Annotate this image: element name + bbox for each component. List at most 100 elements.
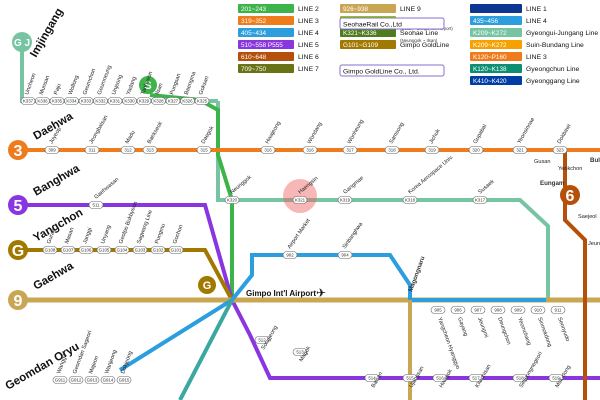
imjingang-label: Imjingang: [28, 6, 66, 59]
svg-text:LINE 7: LINE 7: [298, 66, 319, 73]
magongnaru-label: Magongnaru: [407, 255, 426, 292]
svg-text:Munsan: Munsan: [39, 75, 51, 96]
line-3-stations: 309Juyeop311Jeongbalsan312Madu313Baekseo…: [45, 115, 572, 154]
svg-text:G107: G107: [63, 248, 74, 253]
svg-text:Goksan: Goksan: [198, 76, 210, 96]
station[interactable]: K336 Munsan: [36, 75, 52, 105]
svg-text:K326: K326: [182, 99, 193, 104]
svg-text:511: 511: [93, 203, 101, 208]
svg-text:309: 309: [48, 148, 56, 153]
svg-text:3: 3: [14, 143, 23, 160]
svg-text:Majeon: Majeon: [88, 355, 100, 374]
station[interactable]: Bulgwang: [590, 157, 600, 164]
gimpo-goldline-badge: G: [8, 240, 28, 260]
svg-text:K330: K330: [124, 99, 135, 104]
svg-text:Gyeongui-Jungang Line: Gyeongui-Jungang Line: [526, 30, 598, 37]
svg-text:Paju: Paju: [53, 83, 62, 96]
svg-text:405~434: 405~434: [241, 30, 267, 37]
svg-text:Wonheung: Wonheung: [347, 119, 366, 145]
gimpo-airport-label: Gimpo Int'l Airport: [246, 289, 316, 298]
legend-item: 926~938LINE 9: [340, 4, 421, 13]
station[interactable]: K330 Yadang: [123, 76, 138, 105]
station[interactable]: Saejeol: [578, 214, 597, 220]
svg-text:Neunggok: Neunggok: [229, 174, 253, 195]
svg-text:Yadang: Yadang: [126, 76, 138, 96]
ae-stations: G911WanggilG912Geomdan SageoriG913Majeon…: [53, 330, 134, 384]
svg-text:K336: K336: [37, 99, 48, 104]
svg-text:G102: G102: [153, 248, 164, 253]
svg-text:Wollong: Wollong: [68, 75, 81, 96]
station[interactable]: Yeokchon: [558, 166, 582, 172]
svg-text:Jichuk: Jichuk: [429, 128, 442, 145]
svg-text:K328: K328: [153, 99, 164, 104]
line-5-badge: 5: [8, 195, 28, 215]
svg-text:320: 320: [472, 148, 480, 153]
svg-text:9: 9: [14, 293, 23, 310]
legend-item: 405~434 LINE 4: [238, 28, 319, 37]
svg-text:902: 902: [286, 253, 294, 258]
svg-text:K317: K317: [475, 198, 486, 203]
station[interactable]: Eungam: [540, 180, 565, 187]
station[interactable]: Jeungsan: [588, 241, 600, 247]
svg-text:Sinjeongnegeori: Sinjeongnegeori: [519, 351, 544, 389]
svg-text:Suin-Bundang Line: Suin-Bundang Line: [526, 42, 584, 49]
svg-text:317: 317: [346, 148, 354, 153]
svg-text:313: 313: [146, 148, 154, 153]
svg-text:904: 904: [341, 253, 349, 258]
svg-text:G101~G109: G101~G109: [343, 42, 378, 49]
svg-text:Eungam: Eungam: [540, 180, 565, 187]
svg-text:K337: K337: [23, 99, 34, 104]
line-3-badge: 3: [8, 140, 28, 160]
station[interactable]: Gusan: [534, 159, 550, 165]
station[interactable]: 319 Jichuk: [425, 128, 442, 153]
legend-item: LINE 1: [470, 4, 547, 13]
svg-text:Unjeong: Unjeong: [111, 74, 124, 96]
svg-text:K120~K138: K120~K138: [473, 66, 507, 73]
svg-text:319: 319: [428, 148, 436, 153]
svg-text:6: 6: [566, 188, 575, 205]
legend-item: 709~750LINE 7: [238, 64, 319, 73]
svg-text:Sinmokdong: Sinmokdong: [536, 317, 552, 348]
svg-text:Madu: Madu: [125, 130, 137, 145]
svg-text:510~558 P555: 510~558 P555: [241, 42, 283, 49]
svg-text:K333: K333: [81, 99, 92, 104]
svg-text:LINE 4: LINE 4: [298, 30, 319, 37]
svg-text:Gyeonggang Line: Gyeonggang Line: [526, 78, 580, 85]
svg-text:Gimpo GoldLine: Gimpo GoldLine: [400, 42, 449, 49]
svg-text:G101: G101: [171, 248, 182, 253]
